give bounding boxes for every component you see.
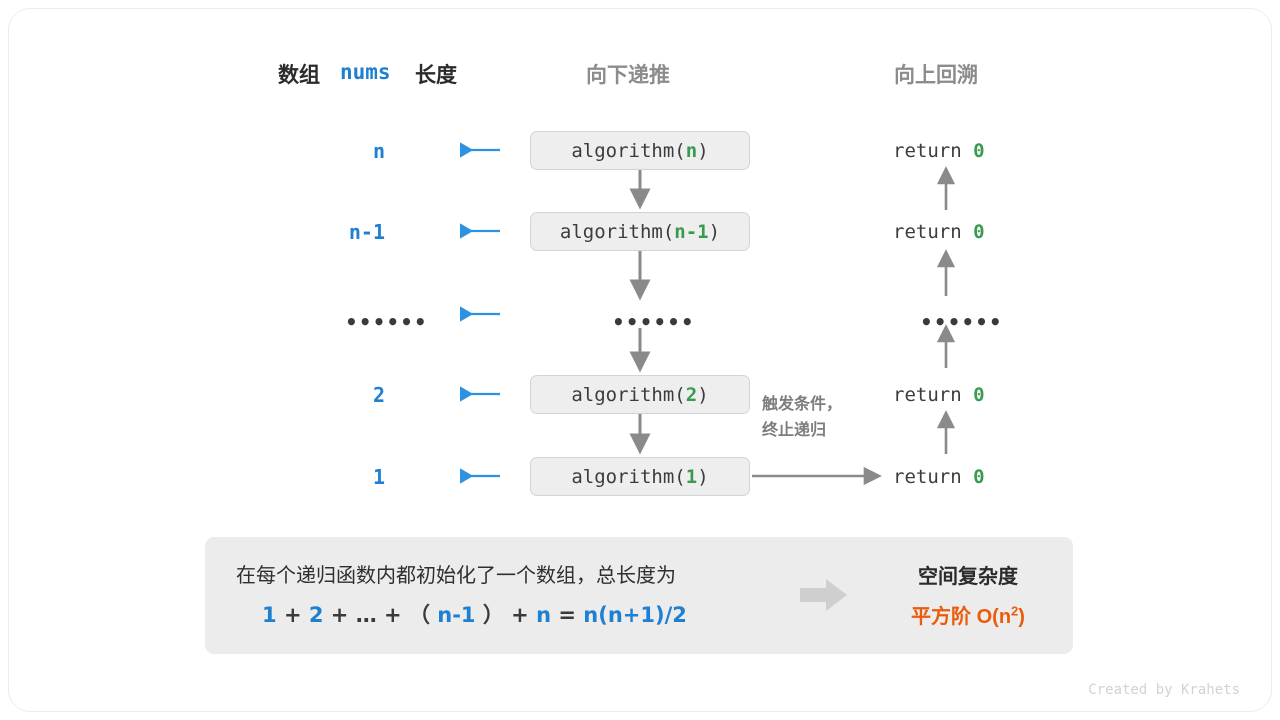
call-argument: 2: [685, 383, 698, 406]
result-block-arrow-icon: [800, 579, 847, 611]
summary-description: 在每个递归函数内都初始化了一个数组，总长度为: [236, 565, 676, 587]
header-middle: 向下递推: [586, 64, 670, 87]
length-label-row-4: 1: [372, 465, 385, 489]
call-prefix: algorithm(: [571, 465, 686, 488]
call-box-row-4[interactable]: algorithm(1): [530, 457, 750, 496]
return-value: 0: [973, 140, 985, 162]
result-notation: O(n2): [976, 603, 1025, 628]
call-box-row-0[interactable]: algorithm(n): [530, 131, 750, 170]
return-row-0: return 0: [893, 140, 985, 162]
formula-gap: [302, 603, 309, 627]
return-keyword: return: [893, 221, 962, 243]
formula-part-8: ）: [482, 603, 504, 627]
header-right: 向上回溯: [894, 64, 978, 87]
formula-part-2: 2: [308, 603, 324, 627]
call-prefix: algorithm(: [571, 383, 686, 406]
call-suffix: ): [697, 139, 709, 162]
header-left-prefix: 数组: [278, 64, 320, 87]
formula-gap: [348, 603, 355, 627]
summary-panel: 在每个递归函数内都初始化了一个数组，总长度为 1 + 2 + … + （ n-1…: [205, 537, 1073, 654]
length-label-row-3: 2: [372, 383, 385, 407]
return-keyword: return: [893, 466, 962, 488]
call-argument: 1: [685, 465, 698, 488]
formula-gap: [277, 603, 284, 627]
formula-gap: [476, 603, 483, 627]
formula-part-3: +: [330, 603, 349, 627]
trigger-note-line-1: 触发条件，: [762, 396, 843, 413]
call-box-row-1[interactable]: algorithm(n-1): [530, 212, 750, 251]
call-box-row-3[interactable]: algorithm(2): [530, 375, 750, 414]
formula-gap: [402, 603, 409, 627]
trigger-condition-note: 触发条件， 终止递归: [762, 392, 882, 445]
formula-gap: [323, 603, 330, 627]
call-prefix: algorithm(: [571, 139, 686, 162]
summary-formula: 1 + 2 + … + （ n-1 ） + n = n(n+1)/2: [262, 599, 694, 629]
length-label-row-2-ellipsis: ••••••: [345, 310, 428, 334]
summary-result-title: 空间复杂度: [918, 566, 1018, 588]
header-left-suffix: 长度: [415, 64, 457, 87]
formula-gap: [687, 603, 694, 627]
call-suffix: ): [697, 383, 709, 406]
call-box-row-2-ellipsis: ••••••: [612, 310, 695, 334]
length-label-row-0: n: [372, 139, 385, 163]
return-value: 0: [973, 221, 985, 243]
formula-part-6: （: [408, 603, 430, 627]
return-keyword: return: [893, 384, 962, 406]
call-argument: n-1: [674, 220, 709, 243]
formula-part-11: =: [558, 603, 576, 627]
return-row-4: return 0: [893, 466, 985, 488]
formula-gap: [377, 603, 384, 627]
trigger-note-line-2: 终止递归: [762, 422, 827, 440]
formula-part-5: +: [384, 603, 402, 627]
formula-part-12: n(n+1)/2: [583, 603, 687, 627]
formula-part-10: n: [536, 603, 552, 627]
result-label: 平方阶: [911, 606, 972, 628]
return-row-1: return 0: [893, 221, 985, 243]
return-keyword: return: [893, 140, 962, 162]
formula-part-4: …: [355, 603, 377, 627]
formula-part-1: +: [283, 603, 302, 627]
return-row-3: return 0: [893, 384, 985, 406]
call-argument: n: [685, 139, 698, 162]
formula-gap: [529, 603, 536, 627]
header-left-mono: nums: [340, 60, 391, 84]
footer-credit: Created by Krahets: [1088, 682, 1240, 698]
return-value: 0: [973, 384, 985, 406]
formula-part-7: n-1: [437, 603, 476, 627]
call-suffix: ): [708, 220, 721, 243]
summary-result-value: 平方阶 O(n2): [868, 600, 1068, 629]
formula-part-9: +: [511, 603, 529, 627]
return-value: 0: [973, 466, 985, 488]
length-label-row-1: n-1: [348, 220, 385, 244]
call-prefix: algorithm(: [559, 220, 675, 243]
call-suffix: ): [697, 465, 709, 488]
formula-part-0: 1: [262, 603, 277, 627]
return-row-2-ellipsis: ••••••: [920, 310, 1003, 334]
